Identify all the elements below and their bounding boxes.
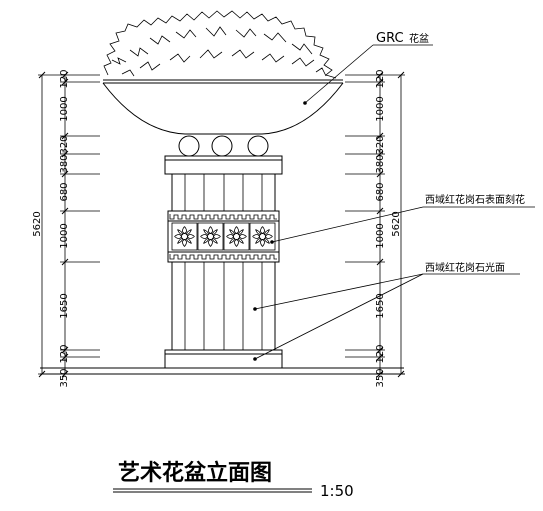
flower-motif-3	[226, 226, 247, 247]
flower-motif-4	[252, 226, 273, 247]
left-dim-1000-top: 1000	[59, 96, 70, 121]
greek-key-bottom	[169, 254, 277, 260]
flower-panel-1	[171, 222, 198, 251]
right-dim-380: 380	[375, 154, 386, 173]
right-dim-1000-top: 1000	[375, 96, 386, 121]
drawing-scale: 1:50	[320, 482, 354, 500]
right-dim-120-bottom: 120	[375, 344, 386, 363]
left-dim-1000-mid: 1000	[59, 223, 70, 248]
pedestal-upper-shaft	[171, 173, 276, 212]
flower-panel-2	[197, 222, 224, 251]
pedestal-cap	[164, 155, 283, 175]
right-dim-1000-mid: 1000	[375, 223, 386, 248]
polished-granite-label: 西域红花岗石光面	[425, 261, 505, 274]
right-dimension-chain	[345, 71, 405, 378]
flower-motif-2	[200, 226, 221, 247]
right-dim-350: 350	[375, 368, 386, 387]
flower-panel-3	[223, 222, 250, 251]
flower-motif-1	[174, 226, 195, 247]
carved-granite-label: 西域红花岗石表面刻花	[425, 193, 525, 206]
left-dim-380: 380	[59, 154, 70, 173]
left-dim-1650: 1650	[59, 293, 70, 318]
left-dim-120-bottom: 120	[59, 344, 70, 363]
flower-panels	[171, 222, 276, 251]
grc-label: GRC	[376, 31, 404, 46]
right-dim-320: 320	[375, 135, 386, 154]
left-dim-total: 5620	[32, 211, 43, 236]
drawing-title: 艺术花盆立面图	[118, 460, 272, 486]
greek-key-top	[169, 214, 277, 220]
left-dim-350: 350	[59, 368, 70, 387]
left-dim-320: 320	[59, 135, 70, 154]
left-dimension-chain	[38, 71, 100, 378]
grc-pot-label: 花盆	[409, 32, 429, 45]
pedestal-base	[164, 349, 283, 369]
sphere-left	[178, 135, 200, 157]
right-dim-120-top: 120	[375, 69, 386, 88]
leader-lines	[253, 44, 535, 361]
flower-panel-4	[249, 222, 276, 251]
pedestal-lower-shaft	[171, 261, 276, 351]
sphere-middle	[211, 135, 233, 157]
left-dim-680: 680	[59, 182, 70, 201]
foliage-outline	[103, 10, 337, 79]
sphere-right	[247, 135, 269, 157]
right-dim-1650: 1650	[375, 293, 386, 318]
bowl-body	[102, 82, 344, 135]
right-dim-total: 5620	[391, 211, 402, 236]
left-dim-120-top: 120	[59, 69, 70, 88]
right-dim-680: 680	[375, 182, 386, 201]
